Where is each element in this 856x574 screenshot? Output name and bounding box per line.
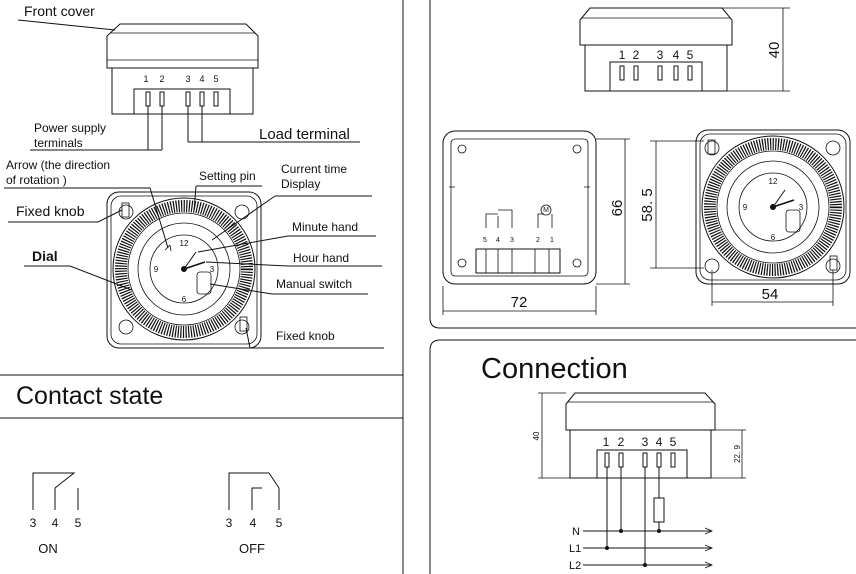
contact-on-terminal: 5: [75, 516, 82, 530]
dimension-front-view: [650, 129, 851, 306]
dimension-width-54: 54: [762, 286, 779, 303]
dimension-height-66: 66: [609, 200, 626, 217]
hour-hand-leader: [205, 261, 382, 267]
contact-on-diagram: [32, 472, 79, 510]
front-cover-leader: [17, 19, 116, 31]
current-time-leader: [211, 195, 372, 241]
connection-terminal-number: 2: [618, 435, 625, 449]
contact-on-terminal: 4: [52, 516, 59, 530]
connection-terminal-number: 1: [603, 435, 610, 449]
dimensions-panel-border: [429, 0, 856, 329]
manual-switch-leader: [209, 283, 368, 295]
hour-hand-label: Hour hand: [293, 251, 349, 265]
dimension-dial-number-9: 9: [743, 203, 748, 212]
dimension-terminal-number: 1: [619, 48, 626, 62]
manual-switch-label: Manual switch: [276, 277, 352, 291]
connection-height-40: 40: [532, 431, 541, 440]
dial-number-12: 12: [180, 239, 189, 248]
line-label-l1: L1: [569, 543, 581, 555]
fixed-knob-bottom-label: Fixed knob: [276, 329, 335, 343]
side-view-timer: [106, 23, 259, 115]
back-terminal-number: 5: [483, 237, 487, 244]
contact-state-title: Contact state: [16, 382, 163, 410]
contact-off-terminal: 5: [276, 516, 283, 530]
fixed-knob-bottom-leader: [245, 327, 384, 349]
connection-terminal-number: 4: [656, 435, 663, 449]
line-label-n: N: [572, 526, 580, 538]
current-time-label-line1: Current time: [281, 162, 347, 176]
line-label-l2: L2: [569, 560, 581, 572]
load-terminal-leader: [187, 106, 360, 143]
dimension-dial-number-6: 6: [771, 233, 776, 242]
terminal-number: 1: [143, 74, 148, 84]
current-time-label-line2: Display: [281, 177, 320, 191]
contact-off-diagram: [228, 472, 280, 510]
dimension-height-58-5: 58. 5: [639, 188, 656, 221]
dial-leader: [24, 265, 133, 291]
power-supply-label-line1: Power supply: [34, 121, 106, 135]
minute-hand-label: Minute hand: [292, 220, 358, 234]
dimension-terminal-number: 5: [687, 48, 694, 62]
contact-on-label: ON: [38, 541, 58, 556]
back-terminal-number: 4: [496, 237, 500, 244]
connection-panel-border: [429, 339, 856, 574]
fixed-knob-top-label: Fixed knob: [16, 203, 85, 219]
setting-pin-label: Setting pin: [199, 169, 256, 183]
front-view-timer: [106, 191, 262, 349]
dimension-terminal-number: 4: [673, 48, 680, 62]
terminal-number: 3: [185, 74, 190, 84]
dimension-terminal-number: 3: [657, 48, 664, 62]
connection-terminal-number: 3: [642, 435, 649, 449]
load-terminal-label: Load terminal: [259, 126, 350, 143]
dimension-height-40: 40: [766, 42, 783, 59]
dimension-back-view: [442, 130, 630, 315]
motor-symbol-label: M: [543, 207, 549, 214]
contact-off-terminal: 4: [250, 516, 257, 530]
setting-pin-leader: [193, 185, 262, 212]
dimension-side-view: [579, 7, 790, 92]
minute-hand-leader: [197, 235, 376, 253]
arrow-leader: [4, 187, 169, 249]
connection-terminal-number: 5: [670, 435, 677, 449]
terminal-number: 4: [199, 74, 204, 84]
dial-label: Dial: [32, 248, 58, 264]
terminal-number: 5: [213, 74, 218, 84]
dial-number-3: 3: [210, 265, 215, 274]
back-terminal-number: 3: [510, 237, 514, 244]
dial-number-9: 9: [154, 265, 159, 274]
wiring-schematic: [583, 467, 714, 569]
contact-on-terminal: 3: [30, 516, 37, 530]
dial-number-6: 6: [182, 295, 187, 304]
connection-title: Connection: [481, 353, 628, 385]
contact-off-label: OFF: [239, 541, 265, 556]
arrow-label-line1: Arrow (the direction: [6, 158, 110, 172]
terminal-number: 2: [159, 74, 164, 84]
power-supply-label-line2: terminals: [34, 136, 83, 150]
dimension-terminal-number: 2: [633, 48, 640, 62]
connection-timer: [538, 392, 746, 479]
back-terminal-number: 1: [550, 237, 554, 244]
dimension-dial-number-3: 3: [799, 203, 804, 212]
contact-off-terminal: 3: [226, 516, 233, 530]
fixed-knob-top-leader: [8, 209, 123, 223]
dimension-width-72: 72: [511, 294, 528, 311]
power-supply-leader: [30, 106, 163, 151]
dimension-dial-number-12: 12: [769, 177, 778, 186]
connection-height-22-9: 22. 9: [733, 445, 742, 463]
back-terminal-number: 2: [536, 237, 540, 244]
front-cover-label: Front cover: [24, 3, 95, 19]
arrow-label-line2: of rotation ): [6, 173, 67, 187]
